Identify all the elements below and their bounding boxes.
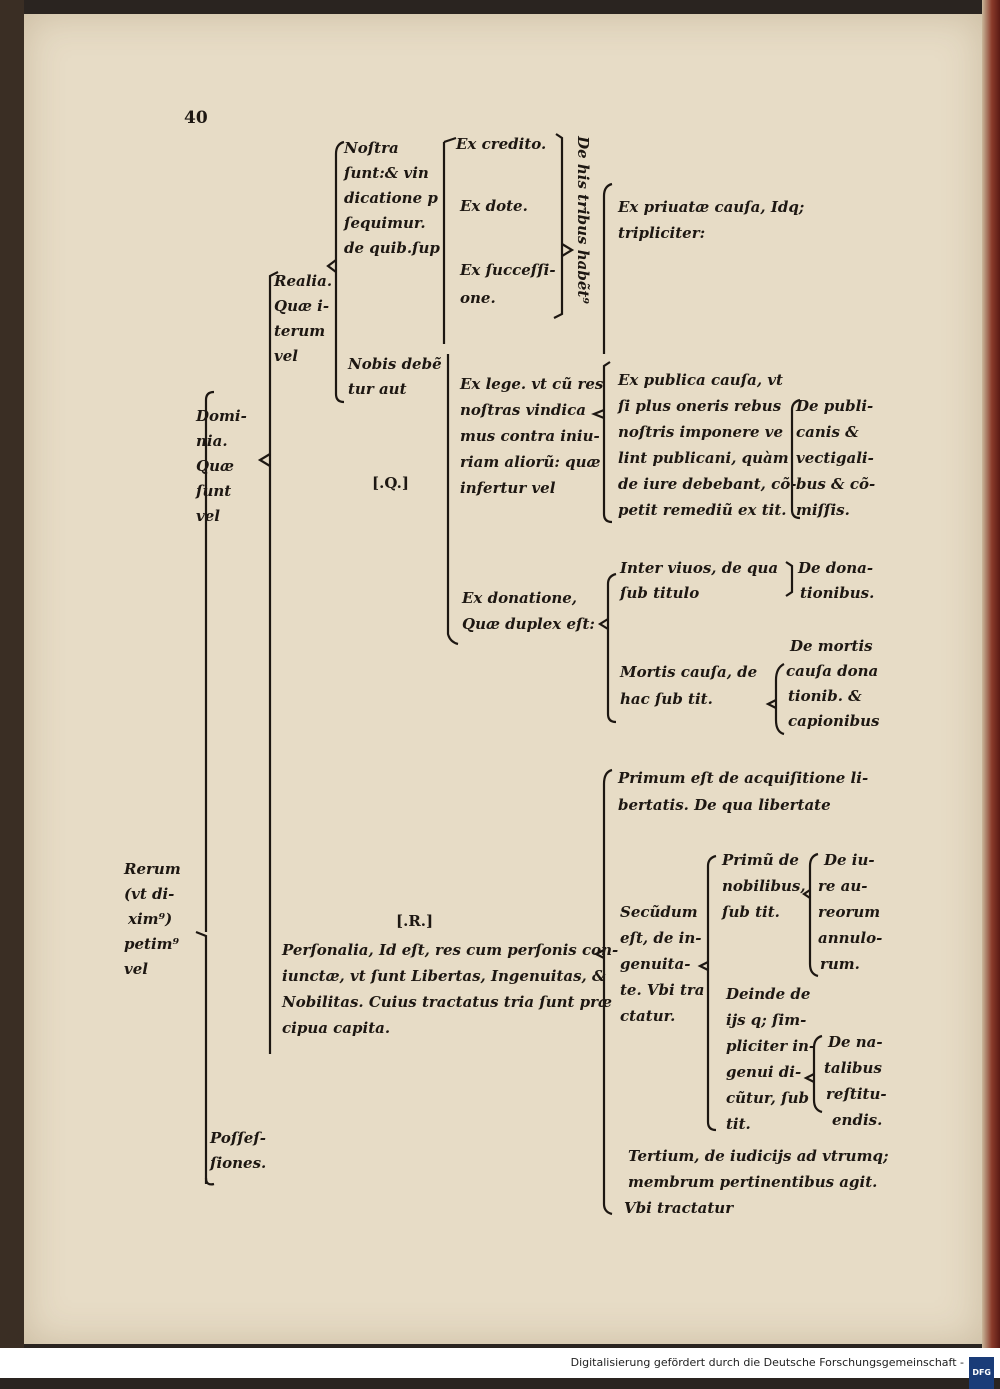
de-mortis-line: cauſa dona: [786, 662, 879, 680]
personalia-line: Nobilitas. Cuius tractatus tria ſunt præ: [282, 993, 613, 1011]
rerum-line: Rerum: [124, 860, 181, 878]
de-mortis-line: capionibus: [788, 712, 880, 730]
ex-donatione-line: Quæ duplex eſt:: [462, 615, 595, 633]
personalia-line: Perſonalia, Id eſt, res cum perſonis con…: [282, 941, 619, 959]
tertium-line: Tertium, de iudicijs ad vtrumq;: [628, 1147, 889, 1165]
de-publicanis-line: miſſis.: [796, 501, 850, 519]
secundum-line: te. Vbi tra: [620, 981, 705, 999]
ex-publica-line: noſtris imponere ve: [618, 423, 783, 441]
deinde-line: cũtur, ſub: [726, 1089, 809, 1107]
de-natalibus-line: endis.: [832, 1111, 883, 1129]
secundum-line: ctatur.: [620, 1007, 676, 1025]
primum-line: bertatis. De qua libertate: [618, 796, 831, 814]
possessiones-line: ſiones.: [210, 1154, 267, 1172]
ex-donatione-line: Ex donatione,: [462, 589, 578, 607]
de-natalibus-line: De na-: [828, 1033, 883, 1051]
vertical-label: De his tribus habẽt⁹: [574, 136, 592, 304]
page-number: 40: [184, 108, 208, 128]
node-ex-dote: Ex dote.: [460, 197, 528, 215]
ex-lege-line: riam aliorũ: quæ: [460, 453, 601, 471]
deinde-line: Deinde de: [726, 985, 811, 1003]
mortis-causa-line: hac ſub tit.: [620, 690, 713, 708]
ex-successione-line: Ex ſucceſſi-: [460, 261, 556, 279]
nostra-line: dicatione p: [344, 189, 438, 207]
de-publicanis-line: canis &: [796, 423, 859, 441]
de-iure-aureorum-line: re au-: [818, 877, 868, 895]
deinde-line: pliciter in-: [726, 1037, 816, 1055]
secundum-line: genuita-: [620, 955, 691, 973]
deinde-line: genui di-: [726, 1063, 802, 1081]
ex-lege-line: infertur vel: [460, 479, 556, 497]
nostra-line: ſunt:& vin: [344, 164, 429, 182]
dominia-line: ſunt: [196, 482, 232, 500]
mortis-causa-line: Mortis cauſa, de: [620, 663, 758, 681]
dominia-line: vel: [196, 507, 220, 525]
rerum-line: xim⁹): [128, 910, 173, 928]
ex-publica-line: Ex publica cauſa, vt: [618, 371, 783, 389]
dfg-logo: DFG: [969, 1357, 994, 1389]
primu-de-nobilibus-line: ſub tit.: [722, 903, 780, 921]
rerum-line: petim⁹: [124, 935, 180, 953]
realia-line: Realia.: [274, 272, 333, 290]
secundum-line: Secũdum: [620, 903, 698, 921]
mark-r: [.R.]: [396, 912, 434, 930]
inter-viuos-line: ſub titulo: [620, 584, 700, 602]
nobis-line: Nobis debẽ: [348, 355, 442, 373]
possessiones-line: Poſſeſ-: [210, 1129, 267, 1147]
de-iure-aureorum-line: rum.: [820, 955, 860, 973]
de-natalibus-line: reſtitu-: [826, 1085, 887, 1103]
personalia-line: iunctæ, vt ſunt Libertas, Ingenuitas, &: [282, 967, 606, 985]
nostra-line: Noſtra: [344, 139, 399, 157]
nostra-line: de quib.ſup: [344, 239, 440, 257]
primum-line: Primum eſt de acquiſitione li-: [618, 769, 869, 787]
de-publicanis-line: bus & cõ-: [796, 475, 876, 493]
de-iure-aureorum-line: De iu-: [824, 851, 875, 869]
node-ex-priuatae: Ex priuatæ cauſa, Idq; tripliciter:: [618, 198, 805, 242]
inter-viuos-line: Inter viuos, de qua: [620, 559, 779, 577]
ex-publica-line: de iure debebant, cõ-: [618, 475, 797, 493]
ex-lege-line: noſtras vindica: [460, 401, 586, 419]
ex-lege-line: Ex lege. vt cũ res: [460, 375, 604, 393]
mark-q: [.Q.]: [372, 474, 409, 492]
realia-line: terum: [274, 322, 326, 340]
realia-line: vel: [274, 347, 298, 365]
de-donationibus-line: De dona-: [798, 559, 874, 577]
nobis-line: tur aut: [348, 380, 407, 398]
de-publicanis-line: vectigali-: [796, 449, 874, 467]
de-mortis-line: tionib. &: [788, 687, 862, 705]
tertium-line: Vbi tractatur: [624, 1199, 734, 1217]
ex-publica-line: petit remediũ ex tit.: [618, 501, 787, 519]
realia-line: Quæ i-: [274, 297, 330, 315]
footer-bar: Digitalisierung gefördert durch die Deut…: [0, 1348, 1000, 1389]
ex-successione-line: one.: [460, 289, 496, 307]
ex-lege-line: mus contra iniu-: [460, 427, 600, 445]
de-iure-aureorum-line: annulo-: [818, 929, 883, 947]
rerum-line: (vt di-: [124, 885, 175, 903]
footer-text: Digitalisierung gefördert durch die Deut…: [570, 1356, 964, 1369]
primu-de-nobilibus-line: Primũ de: [722, 851, 799, 869]
de-publicanis-line: De publi-: [796, 397, 874, 415]
ex-publica-line: ſi plus oneris rebus: [618, 397, 782, 415]
de-natalibus-line: talibus: [824, 1059, 882, 1077]
book-edge-right: [982, 0, 1000, 1348]
de-donationibus-line: tionibus.: [800, 584, 875, 602]
dominia-line: nia.: [196, 432, 228, 450]
book-page: 40 Rerum (vt di- xim⁹) petim⁹ vel Domi- …: [24, 14, 982, 1344]
tertium-line: membrum pertinentibus agit.: [628, 1173, 878, 1191]
personalia-line: cipua capita.: [282, 1019, 391, 1037]
book-edge-left: [0, 0, 24, 1348]
de-iure-aureorum-line: reorum: [818, 903, 881, 921]
nostra-line: ſequimur.: [344, 214, 426, 232]
ex-publica-line: lint publicani, quàm: [618, 449, 789, 467]
dominia-line: Quæ: [196, 457, 234, 475]
node-ex-credito: Ex credito.: [456, 135, 547, 153]
de-mortis-line: De mortis: [790, 637, 873, 655]
dominia-line: Domi-: [196, 407, 247, 425]
secundum-line: eſt, de in-: [620, 929, 702, 947]
primu-de-nobilibus-line: nobilibus,: [722, 877, 806, 895]
rerum-line: vel: [124, 960, 148, 978]
deinde-line: tit.: [726, 1115, 751, 1133]
bracket-lines: [195, 133, 823, 1216]
deinde-line: ijs q; ſim-: [726, 1011, 807, 1029]
